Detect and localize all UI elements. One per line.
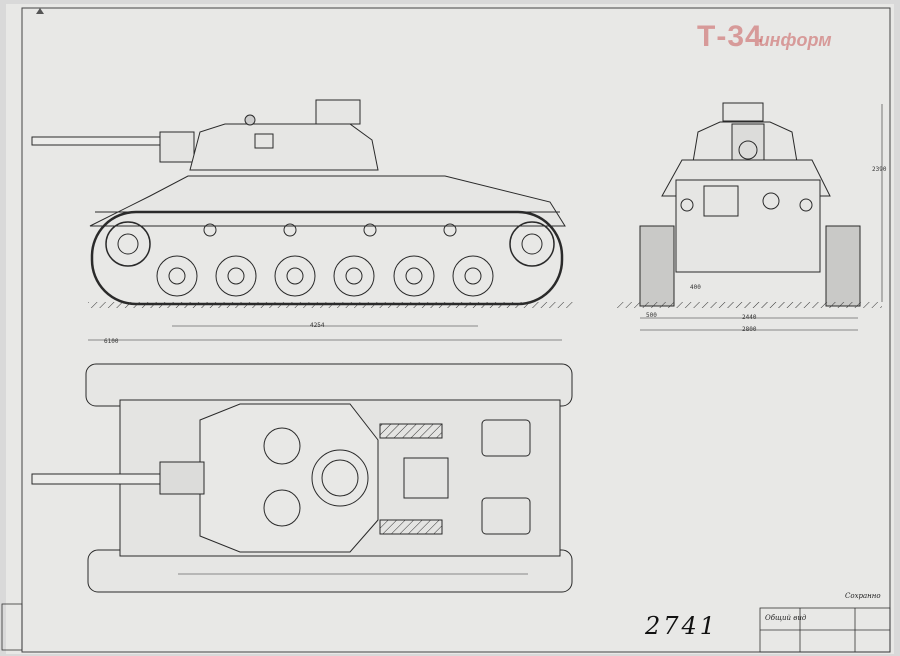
front-ground [616, 302, 882, 308]
dim-side-length: 6100 [104, 338, 119, 345]
side-gun-mantlet [159, 131, 195, 163]
front-view [616, 102, 883, 331]
front-track-right [825, 225, 861, 307]
dim-front-clearance: 400 [690, 284, 701, 291]
sheet-number: 2741 [645, 612, 719, 640]
dim-front-height: 2390 [872, 166, 887, 173]
top-engine-grille-upper [379, 423, 443, 439]
side-turret-hatch [254, 133, 274, 149]
side-drive-sprocket [509, 221, 555, 267]
side-turret [189, 123, 379, 171]
dim-front-track: 2440 [742, 314, 757, 321]
side-idler-wheel [105, 221, 151, 267]
top-cupola [311, 449, 369, 507]
top-hatch-rear [263, 489, 301, 527]
title-block [1, 603, 891, 653]
front-headlight-left [680, 198, 694, 212]
title-block-stamp: Сохранно [845, 592, 881, 600]
side-periscope [244, 114, 256, 126]
front-cupola [722, 102, 764, 122]
dim-side-wheelbase: 4254 [310, 322, 325, 329]
front-track-left [639, 225, 675, 307]
dim-front-track-width: 500 [646, 312, 657, 319]
drawing-frame [21, 7, 891, 653]
top-hatch-front [263, 427, 301, 465]
top-engine-grille-lower [379, 519, 443, 535]
top-turret [199, 403, 379, 553]
front-hatch [762, 192, 780, 210]
front-headlight-right [799, 198, 813, 212]
corner-mark [36, 8, 44, 14]
top-gun-barrel [31, 473, 169, 485]
dim-front-width: 2800 [742, 326, 757, 333]
watermark-logo: Т-34информ [697, 20, 832, 53]
side-hull [89, 175, 566, 227]
top-view [31, 363, 573, 593]
side-return-rollers [203, 223, 457, 237]
side-road-wheels [156, 255, 494, 297]
front-hull-plate [675, 179, 821, 273]
top-engine-deck [403, 457, 449, 499]
side-view [31, 99, 574, 341]
title-block-title: Общий вид [765, 614, 807, 622]
side-gun-barrel [31, 136, 163, 146]
top-access-panel-upper [481, 419, 531, 457]
side-cupola [315, 99, 361, 125]
side-ground [88, 302, 574, 308]
top-gun-mantlet [159, 461, 205, 495]
top-access-panel-lower [481, 497, 531, 535]
